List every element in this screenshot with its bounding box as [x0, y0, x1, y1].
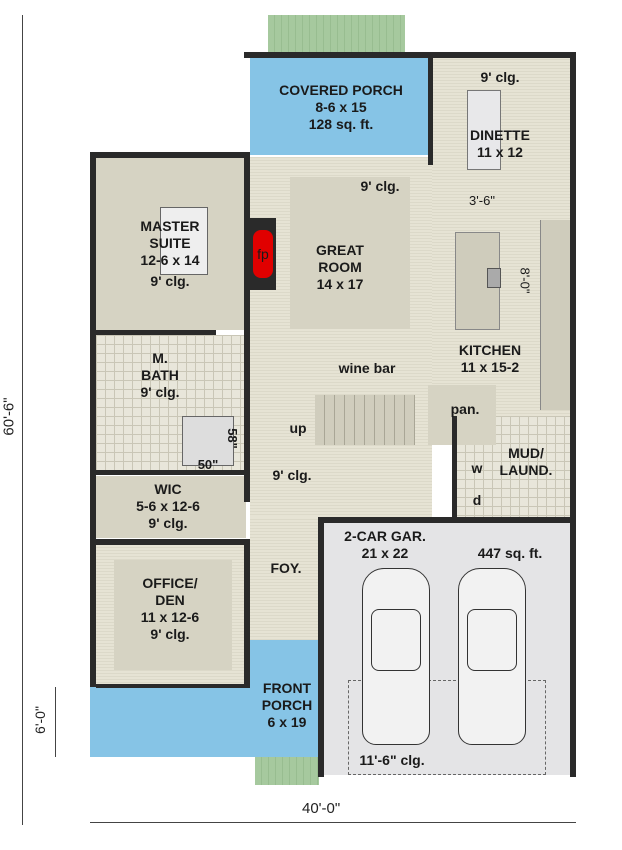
- washer-label: w: [471, 460, 483, 476]
- wall: [96, 330, 216, 335]
- depth-dimension: 60'-6": [0, 397, 18, 436]
- fireplace-label: fp: [257, 246, 269, 262]
- garage-door-line: [348, 680, 546, 775]
- wall: [90, 152, 96, 757]
- foyer-floor: [250, 517, 320, 642]
- walkway-rear: [268, 15, 405, 57]
- cooktop-icon: [487, 268, 501, 288]
- car-icon: [458, 568, 526, 745]
- wall: [90, 152, 250, 158]
- wall: [96, 684, 250, 688]
- master-bath: [96, 335, 246, 470]
- mud-laundry: [456, 416, 570, 518]
- staircase[interactable]: [315, 395, 415, 445]
- foyer-label: FOY.: [270, 560, 302, 576]
- porch-depth-dimension: 6'-0": [31, 706, 48, 734]
- wall: [96, 539, 250, 545]
- width-dimension: 40'-0": [302, 800, 341, 817]
- wall: [570, 52, 576, 777]
- front-porch: [250, 640, 318, 757]
- wic: [96, 476, 246, 538]
- dining-table-icon: [467, 90, 501, 170]
- walkway-front: [255, 757, 319, 785]
- garage-label: 2-CAR GAR.21 x 22: [344, 528, 426, 561]
- rug: [290, 177, 410, 329]
- dryer-label: d: [472, 492, 482, 508]
- porch-dimension-line: [55, 687, 56, 757]
- wall: [428, 55, 433, 165]
- garage-area: 447 sq. ft.: [477, 545, 543, 561]
- wall: [96, 470, 246, 475]
- bed-icon: [160, 207, 208, 275]
- stair-up-label[interactable]: up: [289, 420, 307, 436]
- dinette-ceiling: 9' clg.: [480, 69, 520, 85]
- width-dimension-line: [90, 822, 576, 823]
- garage-ceiling: 11'-6" clg.: [359, 752, 425, 768]
- fireplace-icon: [253, 230, 273, 278]
- shower-width: 50": [197, 457, 219, 472]
- wall: [318, 517, 324, 777]
- covered-porch: [250, 58, 428, 155]
- hall-ceiling: 9' clg.: [272, 467, 312, 483]
- kitchen-counter: [540, 220, 570, 410]
- island-dimension: 8'-0": [517, 267, 533, 294]
- shower: [182, 416, 234, 466]
- wall: [244, 545, 250, 687]
- car-icon: [362, 568, 430, 745]
- pantry: [428, 385, 496, 445]
- wall: [244, 157, 250, 502]
- great-room-ceiling: 9' clg.: [360, 178, 400, 194]
- depth-dimension-line: [22, 15, 23, 825]
- front-porch-left: [90, 687, 250, 757]
- wall: [244, 52, 434, 58]
- wine-bar-label: wine bar: [338, 360, 396, 376]
- wall: [428, 52, 576, 58]
- wall: [452, 416, 457, 518]
- shower-depth: 58": [224, 428, 240, 449]
- office-rug: [114, 560, 232, 670]
- pantry-label: pan.: [450, 401, 480, 417]
- mud-laundry-label: MUD/LAUND.: [499, 445, 553, 478]
- aisle-dimension: 3'-6": [469, 193, 495, 208]
- wall: [318, 517, 576, 523]
